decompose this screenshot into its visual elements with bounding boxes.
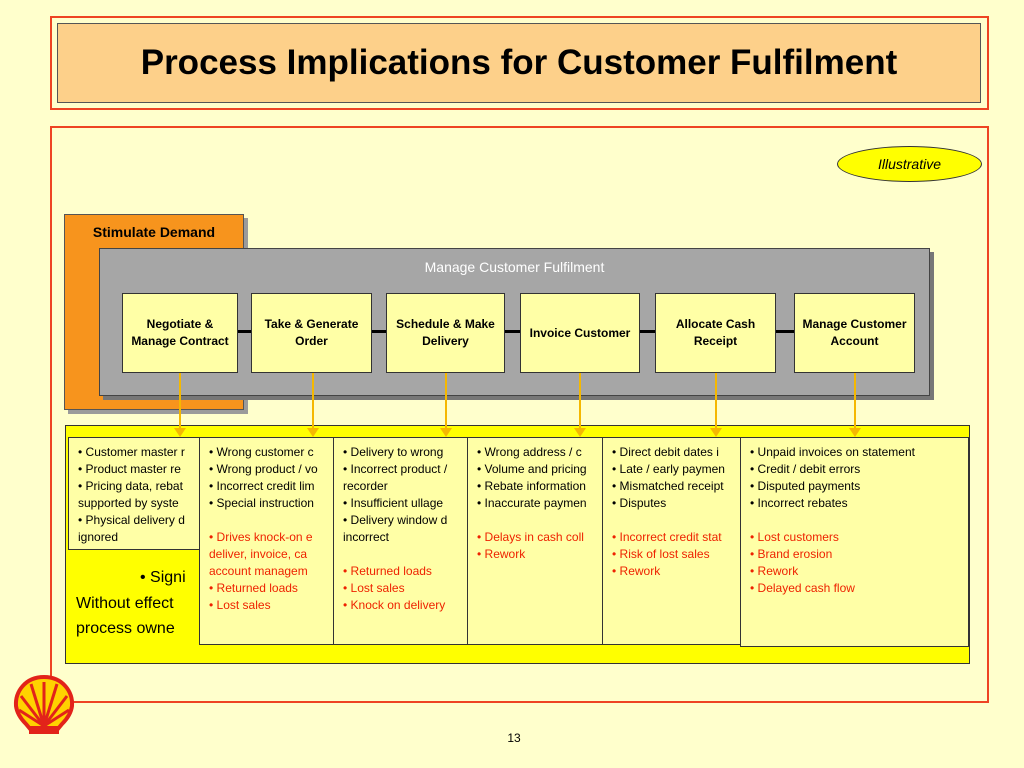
step-allocate-cash: Allocate Cash Receipt	[655, 293, 776, 373]
arrow-6-shaft	[854, 373, 856, 429]
impact-line: • Rework	[750, 564, 799, 579]
arrow-6-head	[849, 428, 861, 437]
content-frame	[50, 126, 989, 703]
arrow-5-head	[710, 428, 722, 437]
issue-line: • Unpaid invoices on statement	[750, 445, 915, 459]
issue-line: recorder	[343, 479, 388, 494]
issue-line: • Late / early paymen	[612, 462, 725, 477]
arrow-4-shaft	[579, 373, 581, 429]
impact-line: • Delayed cash flow	[750, 581, 855, 596]
implication-box-manage-account: • Unpaid invoices on statement • Credit …	[740, 437, 969, 647]
arrow-3-head	[440, 428, 452, 437]
arrow-1-shaft	[179, 373, 181, 429]
arrow-3-shaft	[445, 373, 447, 429]
issue-line: • Rebate information	[477, 479, 586, 494]
impact-line: • Returned loads	[209, 581, 298, 596]
issue-line: • Special instruction	[209, 496, 314, 511]
band-text-line-2: Without effect	[76, 594, 174, 612]
arrow-5-shaft	[715, 373, 717, 429]
issue-line: • Volume and pricing	[477, 462, 587, 477]
issue-line: • Incorrect product /	[343, 462, 448, 477]
issue-line: • Wrong address / c	[477, 445, 582, 459]
arrow-1-head	[174, 428, 186, 437]
implication-box-negotiate: • Customer master r • Product master re …	[68, 437, 208, 550]
impact-line: • Rework	[477, 547, 526, 562]
impact-line: account managem	[209, 564, 308, 579]
step-negotiate-contract: Negotiate & Manage Contract	[122, 293, 238, 373]
issue-line: • Wrong product / vo	[209, 462, 318, 477]
impact-line: • Delays in cash coll	[477, 530, 584, 545]
implication-box-invoice: • Wrong address / c • Volume and pricing…	[467, 437, 607, 645]
issue-line: • Incorrect rebates	[750, 496, 848, 511]
impact-line: • Rework	[612, 564, 661, 579]
issue-line: • Credit / debit errors	[750, 462, 861, 477]
arrow-2-shaft	[312, 373, 314, 429]
slide-title: Process Implications for Customer Fulfil…	[57, 23, 981, 103]
issue-line: • Product master re	[78, 462, 181, 477]
impact-line: • Knock on delivery	[343, 598, 446, 613]
impact-line: • Lost sales	[343, 581, 405, 596]
band-text-line-3: process owne	[76, 620, 175, 638]
impact-line: • Returned loads	[343, 564, 432, 579]
step-manage-account: Manage Customer Account	[794, 293, 915, 373]
issue-line: • Delivery window d	[343, 513, 448, 528]
issue-line: • Disputed payments	[750, 479, 861, 494]
arrow-4-head	[574, 428, 586, 437]
impact-line: • Lost customers	[750, 530, 839, 545]
impact-line: • Incorrect credit stat	[612, 530, 722, 545]
impact-line: deliver, invoice, ca	[209, 547, 308, 562]
illustrative-tag: Illustrative	[837, 146, 982, 182]
band-text-line-1: • Signi	[140, 569, 186, 586]
issue-line: • Incorrect credit lim	[209, 479, 315, 494]
implication-box-allocate-cash: • Direct debit dates i • Late / early pa…	[602, 437, 746, 645]
impact-line: • Drives knock-on e	[209, 530, 313, 545]
issue-line: • Direct debit dates i	[612, 445, 719, 459]
issue-line: • Delivery to wrong	[343, 445, 444, 459]
step-schedule-delivery: Schedule & Make Delivery	[386, 293, 505, 373]
issue-line: • Customer master r	[78, 445, 185, 459]
process-connector	[170, 330, 850, 333]
step-invoice-customer: Invoice Customer	[520, 293, 640, 373]
impact-line: • Lost sales	[209, 598, 271, 613]
issue-line: • Insufficient ullage	[343, 496, 444, 511]
implication-box-take-order: • Wrong customer c • Wrong product / vo …	[199, 437, 339, 645]
band-text: • Signi Without effect process owne	[76, 565, 206, 645]
issue-line: • Wrong customer c	[209, 445, 314, 459]
slide-number: 13	[507, 731, 521, 745]
issue-line: • Pricing data, rebat	[78, 479, 183, 494]
step-take-order: Take & Generate Order	[251, 293, 372, 373]
title-frame	[50, 16, 989, 110]
issue-line: • Physical delivery d	[78, 513, 185, 528]
arrow-2-head	[307, 428, 319, 437]
impact-line: • Brand erosion	[750, 547, 833, 562]
issue-line: • Disputes	[612, 496, 667, 511]
issue-line: • Mismatched receipt	[612, 479, 724, 494]
issue-line: ignored	[78, 530, 119, 545]
implication-box-schedule-delivery: • Delivery to wrong • Incorrect product …	[333, 437, 473, 645]
issue-line: incorrect	[343, 530, 390, 545]
issue-line: supported by syste	[78, 496, 179, 511]
issue-line: • Inaccurate paymen	[477, 496, 587, 511]
shell-logo-icon	[13, 674, 75, 734]
impact-line: • Risk of lost sales	[612, 547, 710, 562]
